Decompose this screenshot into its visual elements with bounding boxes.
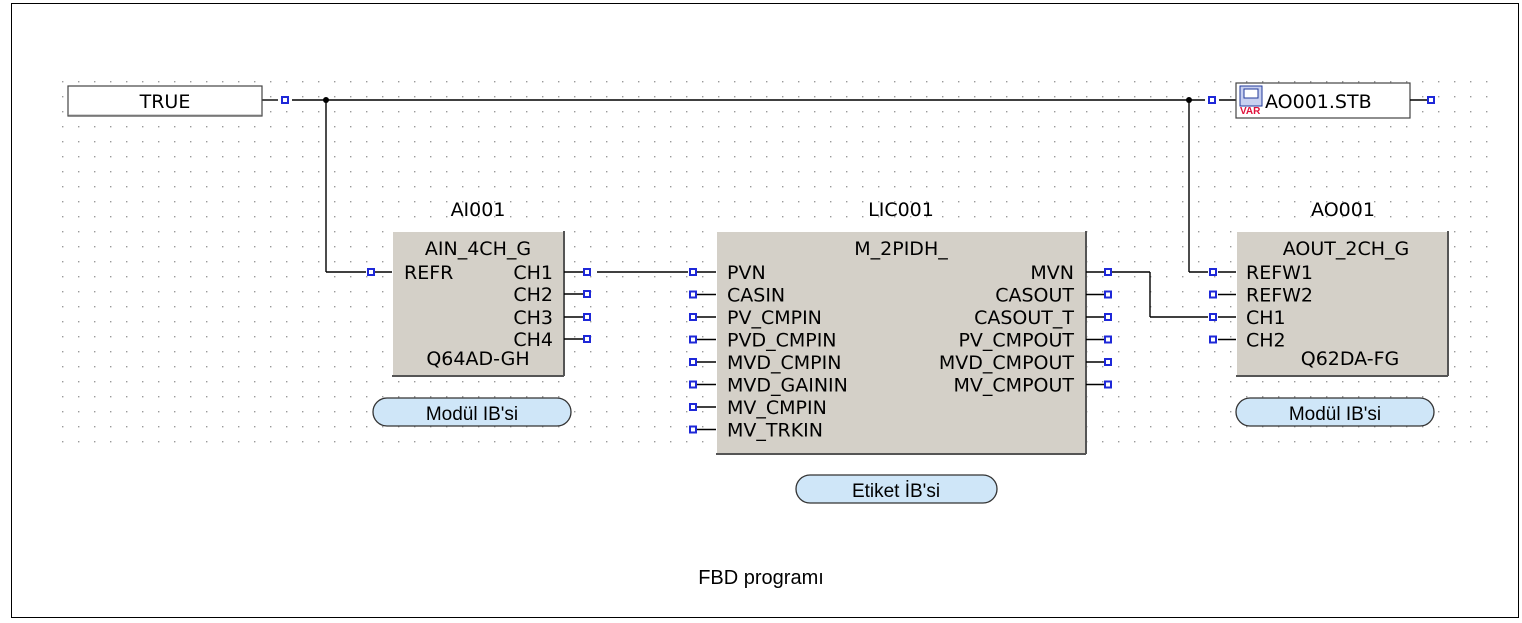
ao-module-tag[interactable]: Modül IB'si xyxy=(1235,397,1435,427)
ao-input-pin-core xyxy=(1211,315,1215,319)
pid-output-pin-core xyxy=(1106,382,1110,387)
ao-block[interactable]: AOUT_2CH_G Q62DA-FG xyxy=(1235,230,1449,377)
pid-input-pin-core xyxy=(691,337,695,342)
ai-block-module: Q64AD-GH xyxy=(426,348,529,370)
pid-output-label: MV_CMPOUT xyxy=(954,375,1075,397)
constant-value: TRUE xyxy=(139,91,191,113)
ai-block[interactable]: AIN_4CH_G Q64AD-GH xyxy=(391,230,565,377)
ao-input-pin-core xyxy=(1211,292,1215,297)
ai-input-label: REFR xyxy=(404,262,453,284)
pid-input-label: PVN xyxy=(727,262,766,284)
ai-input-pin-core xyxy=(369,270,373,274)
output-variable[interactable]: VAR AO001.STB xyxy=(1235,82,1427,119)
ao-block-type: AOUT_2CH_G xyxy=(1283,238,1410,260)
pid-input-pin-core xyxy=(691,427,695,432)
pid-output-label: CASOUT xyxy=(995,285,1074,307)
ao-input-label: CH1 xyxy=(1246,307,1286,329)
ao-block-module: Q62DA-FG xyxy=(1301,348,1400,370)
ao-input-pin-core xyxy=(1211,270,1215,274)
ai-output-label: CH3 xyxy=(513,307,553,329)
pid-output-label: MVN xyxy=(1030,262,1074,284)
pid-input-pin-core xyxy=(691,292,695,297)
pid-input-label: MVD_CMPIN xyxy=(727,352,841,374)
pid-output-pin-core xyxy=(1106,360,1110,364)
constant-true[interactable]: TRUE xyxy=(67,85,263,117)
pid-input-label: MV_TRKIN xyxy=(727,420,823,442)
pid-output-label: PV_CMPOUT xyxy=(958,330,1074,352)
pid-block[interactable]: M_2PIDH_ xyxy=(715,230,1087,455)
pid-input-label: PV_CMPIN xyxy=(727,307,822,329)
pid-input-pin-core xyxy=(691,360,695,364)
ai-output-pin-core xyxy=(585,337,589,341)
pid-output-pin-core xyxy=(1106,270,1110,274)
pid-input-label: CASIN xyxy=(727,285,785,307)
ao-input-pin-core xyxy=(1211,337,1215,342)
ai-block-instance: AI001 xyxy=(451,199,506,221)
ai-output-label: CH2 xyxy=(513,284,553,306)
pid-block-type: M_2PIDH_ xyxy=(854,238,948,260)
ai-module-tag[interactable]: Modül IB'si xyxy=(372,397,572,427)
ai-output-pin-core xyxy=(585,292,589,296)
pid-input-label: MVD_GAININ xyxy=(727,375,848,397)
pid-output-label: MVD_CMPOUT xyxy=(939,352,1075,374)
ai-block-type: AIN_4CH_G xyxy=(425,238,531,260)
pid-output-pin-core xyxy=(1106,315,1110,319)
pid-output-label: CASOUT_T xyxy=(974,307,1074,329)
pid-block-instance: LIC001 xyxy=(868,199,934,221)
pid-input-label: PVD_CMPIN xyxy=(727,330,837,352)
figure-caption: FBD programı xyxy=(698,567,824,589)
pid-output-pin-core xyxy=(1106,292,1110,297)
svg-text:Modül IB'si: Modül IB'si xyxy=(1289,404,1381,425)
ai-output-pin-core xyxy=(585,270,589,274)
pid-output-pin-core xyxy=(1106,337,1110,342)
pid-input-pin-core xyxy=(691,405,695,409)
constant-output-pin-core xyxy=(283,98,287,102)
svg-text:VAR: VAR xyxy=(1240,106,1261,117)
svg-text:Etiket İB'si: Etiket İB'si xyxy=(852,481,940,502)
pid-tag[interactable]: Etiket İB'si xyxy=(795,474,998,504)
svg-text:Modül IB'si: Modül IB'si xyxy=(426,404,518,425)
ai-output-label: CH1 xyxy=(513,262,553,284)
junction-dot xyxy=(323,97,329,103)
ao-input-label: REFW1 xyxy=(1246,262,1313,284)
ao-input-label: CH2 xyxy=(1246,330,1286,352)
var-input-pin-core xyxy=(1210,98,1214,102)
output-variable-name: AO001.STB xyxy=(1265,91,1372,113)
pid-input-pin-core xyxy=(691,382,695,387)
var-output-pin-core xyxy=(1429,98,1433,102)
wires xyxy=(262,99,1236,318)
ai-output-label: CH4 xyxy=(513,329,553,351)
junction-dot xyxy=(1186,97,1192,103)
ai-output-pin-core xyxy=(585,315,589,319)
pid-input-pin-core xyxy=(691,270,695,274)
ao-input-label: REFW2 xyxy=(1246,285,1313,307)
ao-block-instance: AO001 xyxy=(1311,199,1375,221)
pid-input-label: MV_CMPIN xyxy=(727,397,827,419)
var-icon: VAR xyxy=(1239,85,1263,117)
pid-input-pin-core xyxy=(691,315,695,319)
